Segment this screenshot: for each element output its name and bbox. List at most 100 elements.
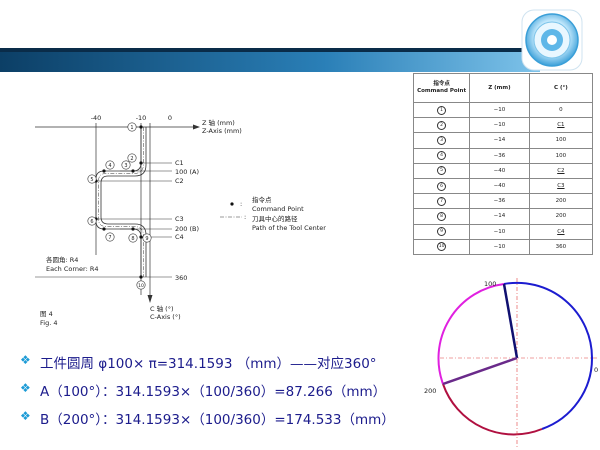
point-marker-10: 10 <box>136 280 146 290</box>
angle-label-100: 100 <box>484 280 496 288</box>
point-marker-9: 9 <box>142 233 152 243</box>
point-marker-1: 1 <box>127 122 137 132</box>
cell-point: 3 <box>412 132 471 149</box>
c-label: C4 <box>175 233 184 241</box>
bullet-text: B（200°）：314.1593×（100/360）=174.533（mm） <box>40 412 395 428</box>
point-marker-2: 2 <box>127 153 137 163</box>
tool-center-path <box>98 127 144 277</box>
cell-c: C2 <box>528 162 594 179</box>
diamond-bullet-icon: ❖ <box>20 381 31 395</box>
svg-text:3: 3 <box>124 163 127 169</box>
arc-magenta <box>437 283 505 385</box>
point-marker-8: 8 <box>128 233 138 243</box>
angle-label-200: 200 <box>424 387 436 395</box>
bullet-item: ❖ A（100°）：314.1593×（100/360）=87.266（mm） <box>20 380 500 408</box>
point-marker-4: 4 <box>105 160 115 170</box>
cell-z: −10 <box>469 238 530 255</box>
tool-path-figure: Z 轴 (mm) Z-Axis (mm) -40 -10 0 C 轴 (°) C… <box>35 114 326 327</box>
legend-path-cn: 刀具中心的路径 <box>252 214 298 223</box>
z-axis-arrow <box>193 124 200 130</box>
header-z: Z (mm) <box>469 73 530 103</box>
cell-c: 100 <box>528 132 594 149</box>
point-marker-7: 7 <box>105 232 115 242</box>
circled-number: 5 <box>437 166 447 176</box>
z-axis-label-en: Z-Axis (mm) <box>202 127 242 135</box>
c-label: C3 <box>175 215 184 223</box>
diamond-bullet-icon: ❖ <box>20 409 31 423</box>
cell-point: 1 <box>412 101 471 119</box>
c-label: 360 <box>175 274 187 282</box>
corner-note-cn: 各圆角: R4 <box>46 255 78 264</box>
cell-c: C4 <box>528 223 594 240</box>
command-point-dot <box>102 169 106 173</box>
legend-path-en: Path of the Tool Center <box>252 224 326 232</box>
point-marker-3: 3 <box>121 160 131 170</box>
cell-z: −36 <box>469 193 530 210</box>
angle-label-0: 0 <box>594 366 598 374</box>
circled-number: 10 <box>437 242 447 252</box>
legend-dot-icon <box>230 202 234 206</box>
arc-blue <box>503 281 594 430</box>
cell-z: −40 <box>469 162 530 179</box>
tool-path-inner <box>100 127 147 277</box>
circled-number: 1 <box>437 105 447 115</box>
legend-colon: : <box>244 213 246 221</box>
command-point-dot <box>139 125 143 129</box>
bullet-item: ❖ B（200°）：314.1593×（100/360）=174.533（mm） <box>20 408 500 436</box>
bullet-item: ❖ 工件圆周 φ100× π=314.1593 （mm）——对应360° <box>20 352 500 380</box>
svg-text:2: 2 <box>130 156 133 162</box>
cell-c: C3 <box>528 177 594 195</box>
z-tick-label: -40 <box>91 114 102 122</box>
c-axis-label-en: C-Axis (°) <box>150 313 181 321</box>
command-point-dot <box>139 275 143 279</box>
point-marker-5: 5 <box>87 174 97 184</box>
cell-point: 7 <box>412 193 471 210</box>
diamond-bullet-icon: ❖ <box>20 353 31 367</box>
svg-text:10: 10 <box>138 283 144 289</box>
z-tick-label: 0 <box>168 114 172 122</box>
c-label: C1 <box>175 159 184 167</box>
cell-z: −10 <box>469 101 530 119</box>
c-axis-arrow <box>147 295 153 303</box>
header-cn: 指令点 <box>433 81 450 87</box>
cell-z: −36 <box>469 147 530 164</box>
corner-note-en: Each Corner: R4 <box>46 265 99 273</box>
command-point-dot <box>139 161 143 165</box>
c-label: 200 (B) <box>175 225 199 233</box>
legend-point-cn: 指令点 <box>252 195 272 204</box>
svg-text:4: 4 <box>108 163 111 169</box>
figure-number-cn: 图 4 <box>40 310 53 318</box>
cell-point: 6 <box>412 177 471 195</box>
globe-network-logo-icon <box>521 9 583 71</box>
c-label: 100 (A) <box>175 168 199 176</box>
point-marker-6: 6 <box>87 216 97 226</box>
cell-point: 4 <box>412 147 471 164</box>
header-bar <box>0 52 540 72</box>
bullet-text: 工件圆周 φ100× π=314.1593 （mm）——对应360° <box>40 356 377 372</box>
svg-text:9: 9 <box>145 236 148 242</box>
table-header-row: 指令点 Command Point Z (mm) C (°) <box>412 73 594 103</box>
radius-100 <box>502 283 519 359</box>
cell-c: 200 <box>528 193 594 210</box>
arc-red <box>442 383 543 436</box>
circled-number: 2 <box>437 120 447 130</box>
cell-z: −40 <box>469 177 530 195</box>
cell-z: −14 <box>469 132 530 149</box>
cell-point: 9 <box>412 223 471 240</box>
svg-text:8: 8 <box>131 236 134 242</box>
command-point-dot <box>131 169 135 173</box>
cell-c: 360 <box>528 238 594 255</box>
command-point-dot <box>102 227 106 231</box>
command-point-dot <box>139 235 143 239</box>
c-axis-label-cn: C 轴 (°) <box>150 304 174 313</box>
